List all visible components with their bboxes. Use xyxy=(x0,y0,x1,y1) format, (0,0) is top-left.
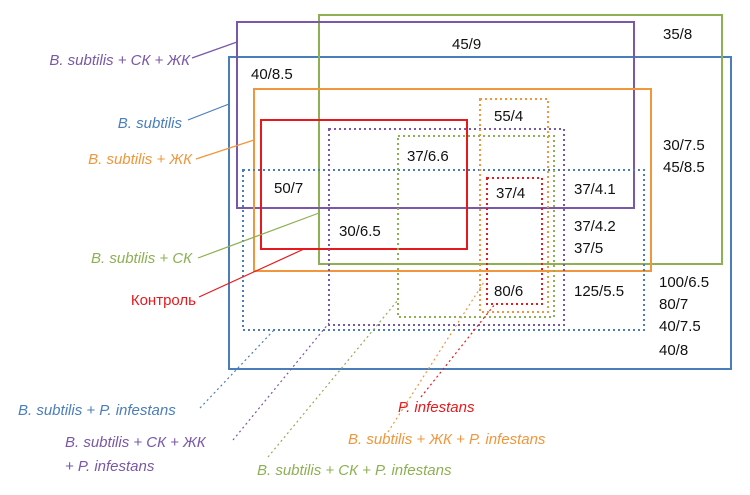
value-label: 125/5.5 xyxy=(574,283,624,300)
label-bs-sk-zhk: B. subtilis + СК + ЖК xyxy=(49,52,191,69)
value-label: 45/8.5 xyxy=(663,159,705,176)
value-label: 80/6 xyxy=(494,283,523,300)
value-label: 100/6.5 xyxy=(659,274,709,291)
box-control xyxy=(260,119,468,250)
label-bs-sk: B. subtilis + СК xyxy=(91,250,193,267)
value-label: 30/7.5 xyxy=(663,137,705,154)
box-bs-zhk xyxy=(253,88,652,272)
box-bs-sk-pi xyxy=(397,135,555,318)
label-bs-zhk-pi: B. subtilis + ЖК + P. infestans xyxy=(348,431,546,448)
label-bs-sk-pi: B. subtilis + СК + P. infestans xyxy=(257,462,452,479)
leader-bs-sk-zhk xyxy=(191,41,238,59)
label-control: Контроль xyxy=(131,292,196,309)
value-label: 30/6.5 xyxy=(339,223,381,240)
leader-control xyxy=(198,248,305,298)
value-label: 37/6.6 xyxy=(407,148,449,165)
value-label: 37/4.2 xyxy=(574,218,616,235)
label-bs-pi: B. subtilis + P. infestans xyxy=(18,402,176,419)
value-label: 80/7 xyxy=(659,296,688,313)
label-bs-sk-zhk-pi-line1: B. subtilis + СК + ЖК xyxy=(65,434,207,451)
leader-bs-sk-pi xyxy=(267,299,399,458)
label-bs-sk-zhk-pi-line2: + P. infestans xyxy=(65,458,155,475)
box-bs-sk xyxy=(318,14,723,265)
value-label: 55/4 xyxy=(494,108,523,125)
leader-bs-zhk xyxy=(195,139,255,160)
label-bs: B. subtilis xyxy=(118,115,183,132)
value-label: 50/7 xyxy=(274,180,303,197)
value-label: 45/9 xyxy=(452,36,481,53)
leader-bs-sk xyxy=(197,212,320,259)
box-bs xyxy=(228,56,732,370)
value-label: 37/4.1 xyxy=(574,181,616,198)
value-label: 40/8 xyxy=(659,342,688,359)
box-bs-pi xyxy=(242,169,645,331)
label-pi: P. infestans xyxy=(398,399,475,416)
value-label: 37/5 xyxy=(574,240,603,257)
value-label: 40/8.5 xyxy=(251,66,293,83)
value-label: 40/7.5 xyxy=(659,318,701,335)
leader-bs-sk-zhk-pi xyxy=(232,322,330,441)
leader-bs xyxy=(187,103,230,121)
label-bs-zhk: B. subtilis + ЖК xyxy=(88,151,193,168)
box-bs-sk-zhk xyxy=(236,21,635,209)
value-label: 35/8 xyxy=(663,26,692,43)
leader-pi xyxy=(420,303,496,398)
value-label: 37/4 xyxy=(496,185,525,202)
box-bs-zhk-pi xyxy=(479,98,549,313)
